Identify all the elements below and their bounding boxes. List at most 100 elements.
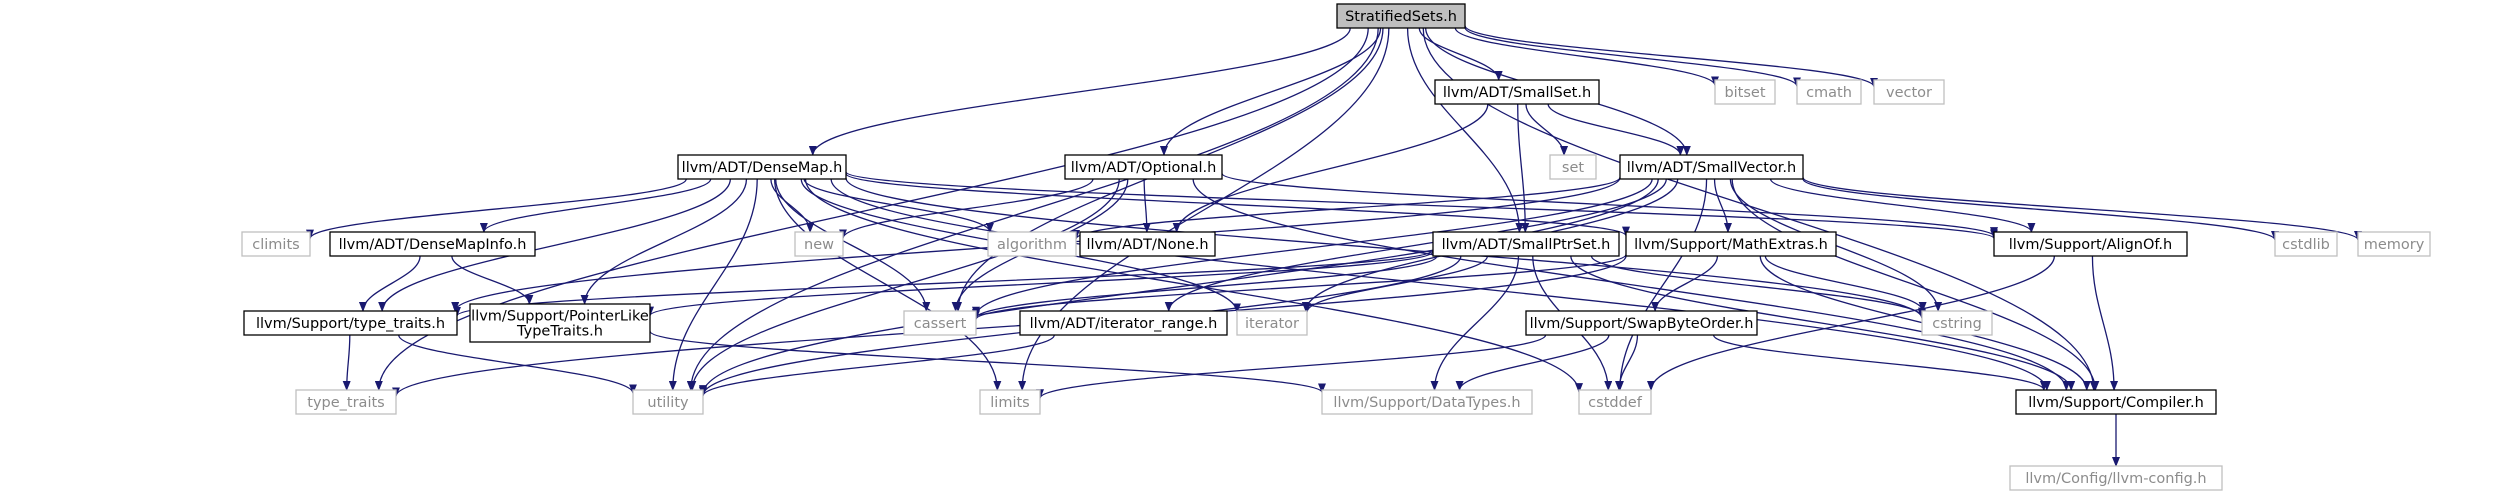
edge-densemap-to-algorithm [803,178,994,233]
node-label-smallvector: llvm/ADT/SmallVector.h [1627,160,1796,176]
node-label-smallset: llvm/ADT/SmallSet.h [1443,85,1591,101]
edge-typetraits_h-to-type_traits [342,334,351,391]
edge-stratified-to-vector [1464,25,1878,88]
node-box-cmath [1796,79,1862,105]
edge-stratified-to-bitset [1454,27,1719,87]
node-box-compiler [2015,389,2217,415]
edge-optional-to-compiler [1192,178,2071,391]
node-box-algorithm [987,231,1077,257]
edge-smallvector-to-cassert [972,178,1653,317]
edge-smallvector-to-alignof [1769,178,2036,233]
node-label-optional: llvm/ADT/Optional.h [1071,160,1217,176]
edge-densemap-to-limits [774,178,1002,391]
edge-smallptrset-to-cassert [972,255,1438,320]
node-type_traits: type_traits [295,389,397,415]
node-densemapinfo[interactable]: llvm/ADT/DenseMapInfo.h [329,231,536,257]
edge-typetraits_h-to-utility [398,334,637,395]
node-label-climits: climits [252,237,299,253]
edge-mathextras-to-cstring [1764,255,1927,312]
edge-densemapinfo-to-typetraits_h [358,255,421,312]
node-box-densemap [677,154,847,180]
edge-densemap-to-cassert [775,178,931,312]
node-box-densemapinfo [329,231,536,257]
node-cstdlib: cstdlib [2274,231,2338,257]
node-label-algorithm: algorithm [997,237,1067,253]
edges-layer [306,25,2362,467]
node-label-smallptrset: llvm/ADT/SmallPtrSet.h [1442,237,1611,253]
edge-swapbyteorder-to-compiler [1712,334,2048,391]
node-label-bitset: bitset [1724,85,1765,101]
node-typetraits_h[interactable]: llvm/Support/type_traits.h [243,310,458,336]
node-label-swapbyteorder: llvm/Support/SwapByteOrder.h [1530,316,1754,332]
edge-mathextras-to-cassert [972,253,1627,321]
edge-swapbyteorder-to-limits [1036,334,1547,400]
node-box-datatypes [1321,389,1533,415]
node-label-cassert: cassert [914,316,967,332]
node-box-typetraits_h [243,310,458,336]
node-label-memory: memory [2364,237,2425,253]
node-label-llvmconfig: llvm/Config/llvm-config.h [2025,471,2206,487]
edge-iterator_range-to-utility [699,334,1055,397]
node-box-smallset [1434,79,1600,105]
node-utility: utility [632,389,704,415]
edge-smallvector-to-cstdlib [1802,178,2279,241]
node-label-type_traits: type_traits [307,395,384,411]
node-box-cassert [903,310,977,336]
node-box-cstddef [1578,389,1652,415]
node-box-smallptrset [1432,231,1620,257]
edge-densemap-to-alignof [845,171,1998,240]
node-smallptrset[interactable]: llvm/ADT/SmallPtrSet.h [1432,231,1620,257]
edge-optional-to-alignof [1221,172,1998,238]
edge-stratified-to-cmath [1464,27,1801,88]
node-label-vector: vector [1886,85,1932,101]
node-box-swapbyteorder [1525,310,1758,336]
node-smallvector[interactable]: llvm/ADT/SmallVector.h [1619,154,1804,180]
node-label-mathextras: llvm/Support/MathExtras.h [1634,237,1828,253]
node-label-limits: limits [990,395,1029,411]
node-box-set [1549,154,1597,180]
edge-optional-to-new [839,178,1094,240]
edge-densemapinfo-to-pointerlike [451,255,534,305]
node-box-optional [1064,154,1223,180]
node-box-memory [2357,231,2431,257]
node-limits: limits [979,389,1041,415]
edge-optional-to-none [1142,178,1151,233]
node-box-new [794,231,844,257]
node-algorithm: algorithm [987,231,1077,257]
node-label-typetraits_h: llvm/Support/type_traits.h [256,316,445,332]
node-cassert: cassert [903,310,977,336]
node-stratified[interactable]: StratifiedSets.h [1336,3,1466,29]
edge-stratified-to-densemap [808,27,1351,156]
node-label-new: new [804,237,834,253]
node-box-mathextras [1625,231,1837,257]
edge-swapbyteorder-to-cstddef [1615,334,1639,391]
node-alignof[interactable]: llvm/Support/AlignOf.h [1993,231,2188,257]
node-compiler[interactable]: llvm/Support/Compiler.h [2015,389,2217,415]
edge-stratified-to-utility [686,27,1379,391]
node-vector: vector [1873,79,1945,105]
edge-densemap-to-pointerlike [580,178,748,305]
node-label-pointerlike-1: TypeTraits.h [516,324,603,340]
node-smallset[interactable]: llvm/ADT/SmallSet.h [1434,79,1600,105]
node-densemap[interactable]: llvm/ADT/DenseMap.h [677,154,847,180]
node-set: set [1549,154,1597,180]
node-box-llvmconfig [2009,465,2223,491]
edge-smallset-to-smallptrset [1517,103,1530,233]
node-swapbyteorder[interactable]: llvm/Support/SwapByteOrder.h [1525,310,1758,336]
node-optional[interactable]: llvm/ADT/Optional.h [1064,154,1223,180]
node-box-alignof [1993,231,2188,257]
node-cstddef: cstddef [1578,389,1652,415]
node-box-pointerlike [469,303,651,343]
edge-smallvector-to-mathextras [1713,178,1732,233]
node-none[interactable]: llvm/ADT/None.h [1079,231,1216,257]
node-mathextras[interactable]: llvm/Support/MathExtras.h [1625,231,1837,257]
node-label-cstring: cstring [1932,316,1982,332]
node-bitset: bitset [1714,79,1776,105]
node-box-climits [241,231,311,257]
edge-densemap-to-compiler [830,178,2051,391]
edge-swapbyteorder-to-datatypes [1455,334,1610,391]
node-iterator_range[interactable]: llvm/ADT/iterator_range.h [1019,310,1228,336]
edge-densemap-to-utility [668,178,758,391]
